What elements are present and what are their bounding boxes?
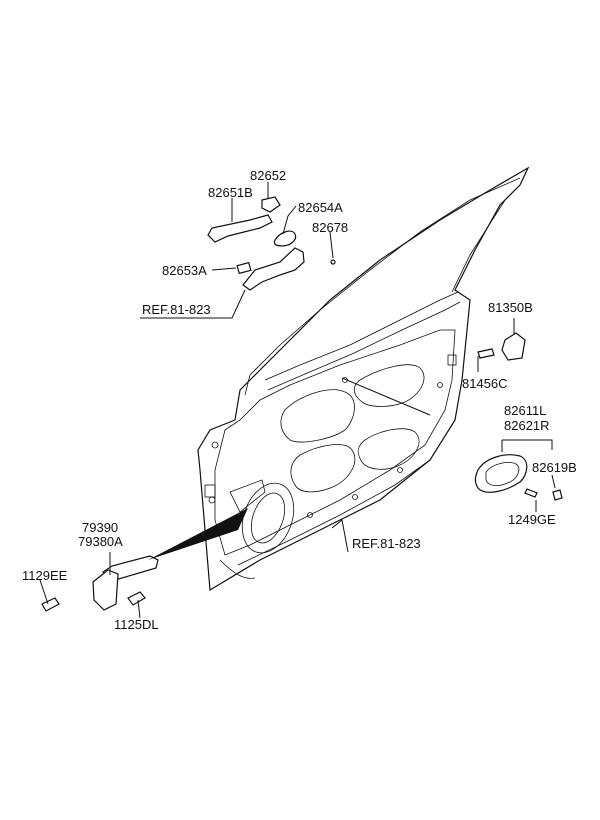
label-ref-bottom: REF.81-823 <box>352 536 421 551</box>
label-81456c: 81456C <box>462 376 508 391</box>
label-82611l: 82611L <box>504 403 546 418</box>
hinge-pointer-wedge <box>148 508 248 560</box>
bolt-1249ge <box>524 488 538 498</box>
part-labels: 82652 82651B 82654A 82678 82653A REF.81-… <box>22 168 577 632</box>
bolt-1125dl <box>127 591 146 606</box>
inside-handle-82611l <box>474 454 528 493</box>
handle-frame <box>242 247 305 291</box>
label-1125dl: 1125DL <box>114 617 159 632</box>
pad-82653a <box>236 261 252 275</box>
label-82652: 82652 <box>250 168 286 183</box>
front-door-panel <box>197 166 530 592</box>
bolt-1129ee <box>41 597 60 612</box>
striker-81350b <box>501 332 526 361</box>
checker-body-79390 <box>92 569 119 611</box>
label-82654a: 82654A <box>298 200 343 215</box>
bolt-81456c <box>477 348 495 359</box>
gasket-82654a <box>273 230 297 247</box>
clip-82619b <box>552 489 563 501</box>
label-79380a: 79380A <box>78 534 123 549</box>
label-1249ge: 1249GE <box>508 512 556 527</box>
label-ref-top: REF.81-823 <box>142 302 211 317</box>
outside-handle-assembly <box>207 196 336 291</box>
cap-82652 <box>261 196 281 213</box>
label-82678: 82678 <box>312 220 348 235</box>
inside-handle-assembly <box>474 454 563 501</box>
striker-assembly <box>477 332 526 361</box>
handle-cover-82651b <box>207 214 273 243</box>
label-79390: 79390 <box>82 520 118 535</box>
label-82619b: 82619B <box>532 460 577 475</box>
leader-lines <box>39 182 556 619</box>
screw-82678 <box>330 259 336 265</box>
label-81350b: 81350B <box>488 300 533 315</box>
label-82651b: 82651B <box>208 185 253 200</box>
door-checker-assembly <box>41 479 266 612</box>
label-1129ee: 1129EE <box>22 568 68 583</box>
label-82621r: 82621R <box>504 418 550 433</box>
label-82653a: 82653A <box>162 263 207 278</box>
